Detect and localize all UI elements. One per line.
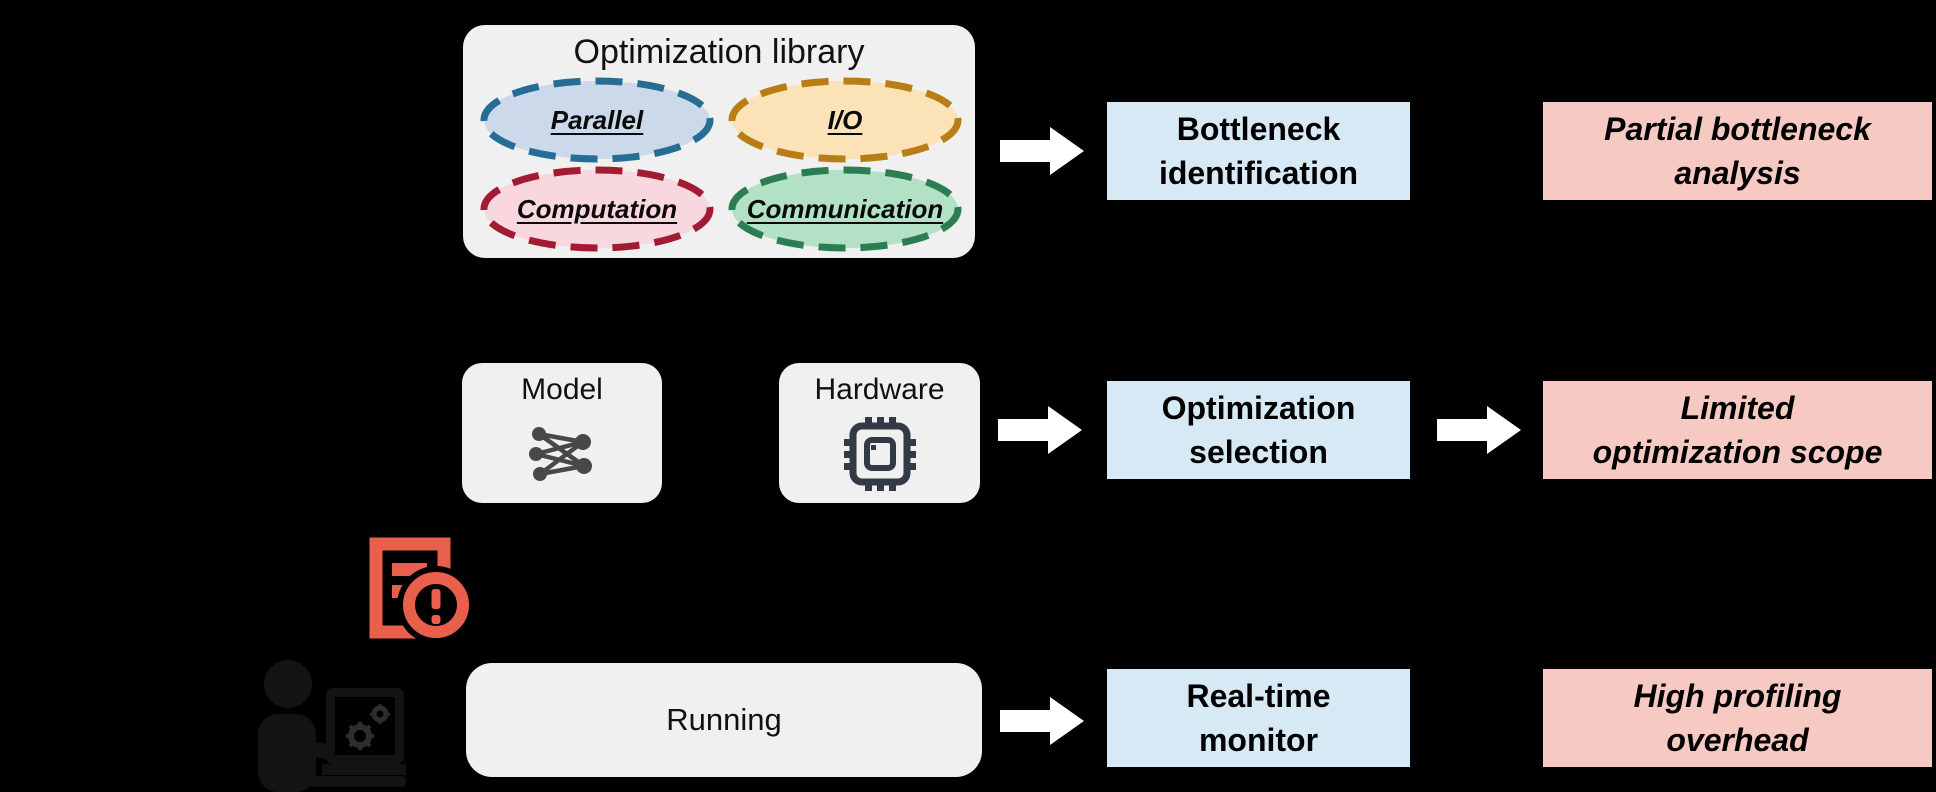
optimization-library-title: Optimization library bbox=[573, 33, 865, 71]
limitation-line: High profiling bbox=[1633, 678, 1842, 714]
io-category-ellipse: I/O bbox=[725, 75, 965, 165]
arrow-right-icon bbox=[1000, 127, 1084, 175]
communication-label: Communication bbox=[746, 193, 944, 224]
communication-category-ellipse: Communication bbox=[725, 164, 965, 254]
limitation-line: Partial bottleneck bbox=[1604, 111, 1871, 147]
running-box: Running bbox=[466, 663, 982, 777]
io-label: I/O bbox=[827, 104, 863, 135]
computation-category-ellipse: Computation bbox=[477, 164, 717, 254]
dashed-ellipse-communication bbox=[728, 166, 962, 252]
high-profiling-overhead-box: High profiling overhead bbox=[1543, 669, 1932, 767]
process-line: Bottleneck bbox=[1176, 111, 1341, 147]
partial-bottleneck-analysis-box: Partial bottleneck analysis bbox=[1543, 102, 1932, 200]
running-label: Running bbox=[666, 702, 782, 737]
model-label: Model bbox=[521, 373, 603, 406]
cpu-chip-icon bbox=[779, 411, 980, 497]
limitation-line: optimization scope bbox=[1592, 434, 1883, 470]
process-line: Real-time bbox=[1186, 678, 1331, 714]
limitation-line: analysis bbox=[1674, 155, 1801, 191]
hardware-box: Hardware bbox=[779, 363, 980, 503]
bottleneck-identification-box: Bottleneck identification bbox=[1107, 102, 1410, 200]
parallel-label: Parallel bbox=[550, 104, 644, 135]
process-line: selection bbox=[1189, 434, 1328, 470]
limitation-line: overhead bbox=[1666, 722, 1809, 758]
arrow-right-icon bbox=[1437, 406, 1521, 454]
real-time-monitor-box: Real-time monitor bbox=[1107, 669, 1410, 767]
dashed-ellipse-parallel bbox=[480, 77, 714, 163]
process-line: monitor bbox=[1198, 722, 1319, 758]
neural-network-icon bbox=[462, 411, 662, 497]
computation-label: Computation bbox=[516, 193, 678, 224]
limitation-line: Limited bbox=[1680, 390, 1795, 426]
limited-optimization-scope-box: Limited optimization scope bbox=[1543, 381, 1932, 479]
arrow-right-icon bbox=[998, 406, 1082, 454]
dashed-ellipse-computation bbox=[480, 166, 714, 252]
person-at-computer-icon bbox=[258, 660, 406, 792]
document-warning-icon bbox=[369, 537, 470, 640]
hardware-label: Hardware bbox=[814, 373, 945, 406]
optimization-library-panel: Parallel I/O Computation Communication bbox=[463, 25, 975, 258]
arrow-right-icon bbox=[1000, 697, 1084, 745]
parallel-category-ellipse: Parallel bbox=[477, 75, 717, 165]
dashed-ellipse-io bbox=[728, 77, 962, 163]
process-line: Optimization bbox=[1161, 390, 1356, 426]
process-line: identification bbox=[1158, 155, 1359, 191]
model-box: Model bbox=[462, 363, 662, 503]
optimization-selection-box: Optimization selection bbox=[1107, 381, 1410, 479]
